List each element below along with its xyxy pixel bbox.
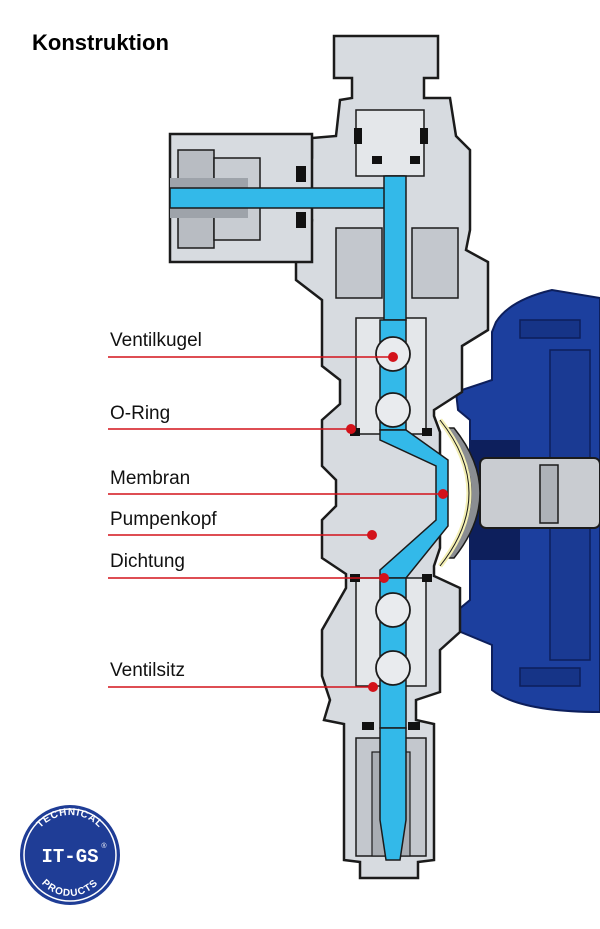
logo-registered-mark: ® — [101, 842, 107, 850]
valve-balls — [375, 336, 411, 686]
label-pumpenkopf: Pumpenkopf — [110, 509, 217, 530]
it-gs-logo: TECHNICAL PRODUCTS IT-GS ® — [20, 805, 120, 905]
label-ventilsitz: Ventilsitz — [110, 660, 185, 681]
drive-housing — [438, 288, 600, 714]
logo-brand: IT-GS — [41, 846, 98, 868]
page-title: Konstruktion — [32, 30, 169, 55]
label-o-ring: O-Ring — [110, 403, 171, 424]
label-membran: Membran — [110, 468, 191, 489]
leader-lines — [108, 356, 443, 688]
label-ventilkugel: Ventilkugel — [110, 330, 202, 351]
leader-dots — [346, 352, 448, 692]
label-dichtung: Dichtung — [110, 551, 185, 572]
